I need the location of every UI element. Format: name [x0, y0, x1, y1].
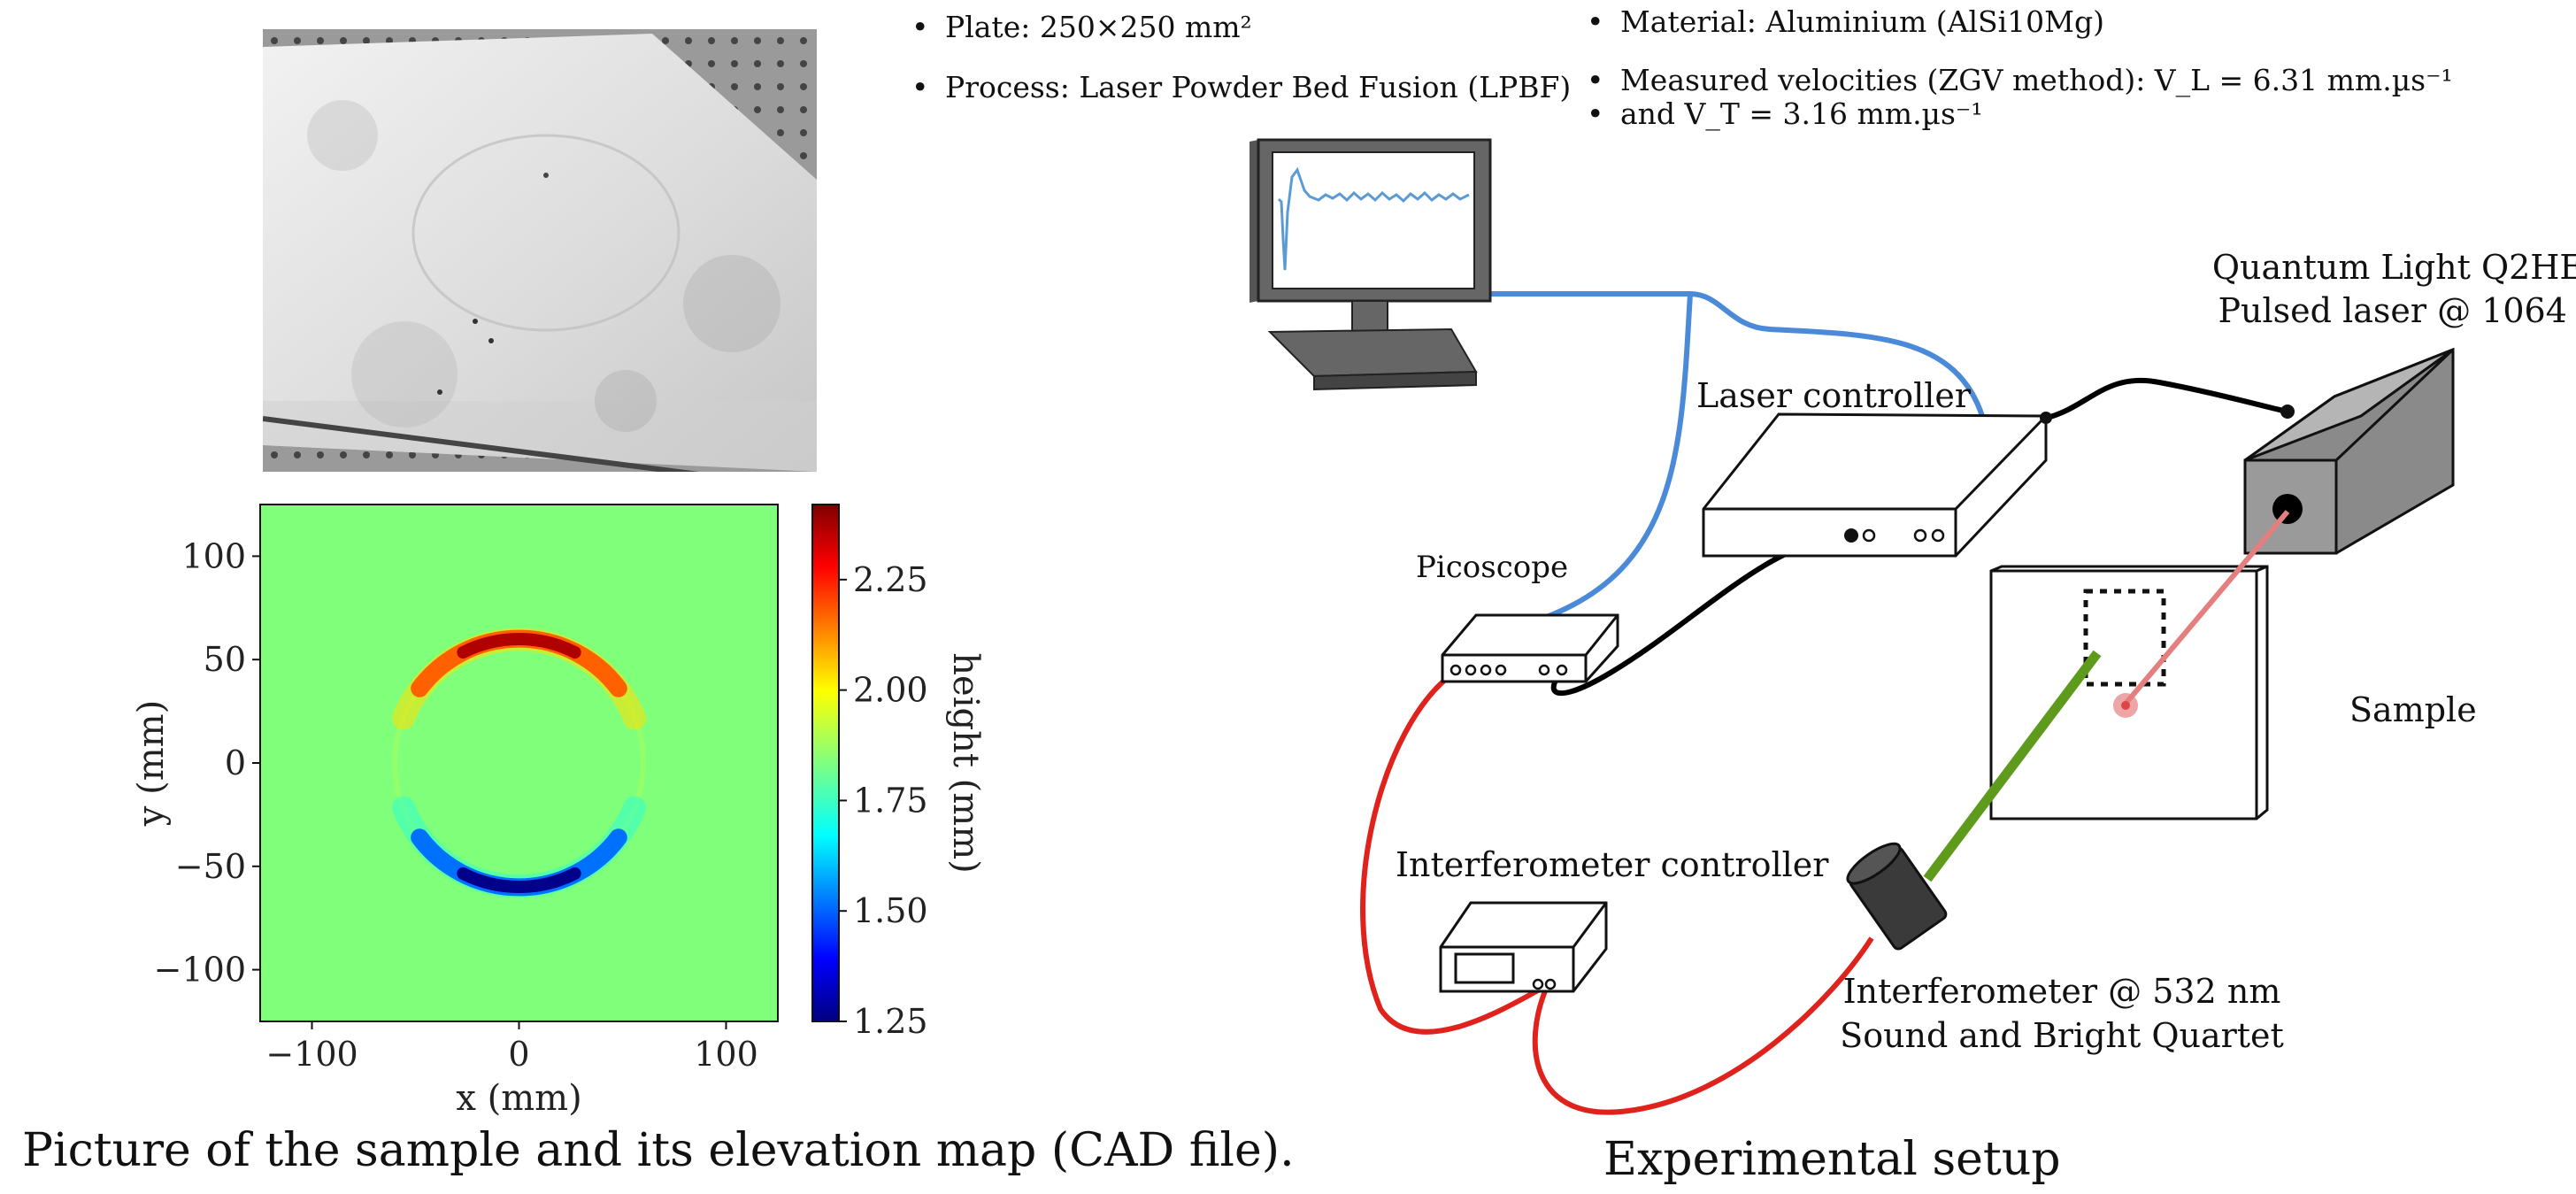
pulsed-laser [2243, 347, 2455, 555]
y-tick-label: 50 [204, 640, 246, 679]
sample-photo-image [263, 29, 817, 472]
signal-cable-monitor-to-laser [1491, 291, 1985, 417]
x-tick-label: −100 [265, 1035, 358, 1074]
laser-beam [2123, 510, 2290, 705]
arc-bottom-peak [457, 867, 581, 893]
picoscope [1441, 613, 1619, 683]
y-tick-label: 0 [225, 743, 246, 782]
controller-port [1931, 528, 1945, 543]
trigger-cable-controller-to-laser [2046, 377, 2288, 420]
heatmap-background [260, 505, 778, 1021]
heatmap-plot-area [259, 504, 779, 1022]
colorbar-tick-label: 2.00 [853, 671, 928, 710]
label-sample: Sample [2349, 690, 2477, 729]
probe-beam [1923, 650, 2102, 882]
colorbar-label: height (mm) [945, 652, 986, 873]
bullet-velocities-cont: and V_T = 3.16 mm.µs⁻¹ [1587, 96, 2453, 131]
left-caption: Picture of the sample and its elevation … [22, 1124, 1295, 1177]
colorbar-tick-label: 2.25 [853, 560, 928, 599]
waveform-trace [1277, 166, 1470, 271]
heatmap-axes: −100 0 100 100 50 0 −50 −100 x (mm) y (mm) [131, 536, 758, 1119]
monitor [1250, 138, 1492, 391]
y-tick-label: 100 [181, 536, 246, 575]
y-tick-label: −50 [175, 847, 246, 886]
y-tick-label: −100 [154, 951, 246, 990]
heatmap-features [391, 628, 647, 898]
interferometer-controller [1439, 901, 1608, 993]
signal-cable-interferometer-controller-to-picoscope [1360, 670, 1546, 1035]
arc-top-peak [457, 633, 581, 659]
label-interferometer-name: Sound and Bright Quartet [1840, 1016, 2284, 1055]
bullets-left: Plate: 250×250 mm² Process: Laser Powder… [911, 11, 1571, 104]
colorbar-tick-label: 1.75 [853, 781, 928, 820]
bullet-plate: Plate: 250×250 mm² [911, 11, 1571, 44]
label-laser-name: Quantum Light Q2HE [2212, 248, 2576, 287]
x-axis-label: x (mm) [456, 1078, 581, 1119]
sample-photo [263, 29, 817, 472]
controller-display [1454, 952, 1515, 984]
controller-port [1862, 528, 1876, 543]
laser-aperture [2272, 494, 2303, 524]
signal-cable-monitor-to-picoscope [1542, 293, 1693, 620]
laser-controller [1702, 412, 2052, 558]
colorbar-gradient [811, 504, 840, 1022]
colorbar: 2.25 2.00 1.75 1.50 1.25 height (mm) [811, 504, 986, 1041]
bullet-velocities: Measured velocities (ZGV method): V_L = … [1587, 63, 2453, 97]
label-interferometer: Interferometer @ 532 nm [1843, 972, 2281, 1011]
label-picoscope: Picoscope [1416, 550, 1568, 585]
interferometer-head [1846, 842, 1948, 951]
label-laser-controller: Laser controller [1696, 376, 1972, 415]
controller-port [1913, 528, 1927, 543]
bullet-velocities-vt: and V_T = 3.16 mm.µs⁻¹ [1620, 96, 1983, 131]
sample-plate [1989, 510, 2290, 820]
setup-title: Experimental setup [1603, 1133, 2061, 1186]
colorbar-tick-label: 1.50 [853, 891, 928, 930]
bullets-right: Material: Aluminium (AlSi10Mg) Measured … [1587, 5, 2453, 131]
signal-cable-interferometer-to-controller [1532, 936, 1874, 1115]
bullet-process: Process: Laser Powder Bed Fusion (LPBF) [911, 70, 1571, 104]
y-axis-label: y (mm) [131, 700, 172, 827]
bullet-material: Material: Aluminium (AlSi10Mg) [1587, 5, 2453, 39]
x-tick-label: 100 [694, 1035, 758, 1074]
label-laser-desc: Pulsed laser @ 1064 nm [2218, 291, 2576, 330]
label-interferometer-controller: Interferometer controller [1396, 845, 1829, 884]
x-tick-label: 0 [508, 1035, 529, 1074]
trigger-connector [1844, 528, 1858, 543]
colorbar-tick-label: 1.25 [853, 1002, 928, 1041]
